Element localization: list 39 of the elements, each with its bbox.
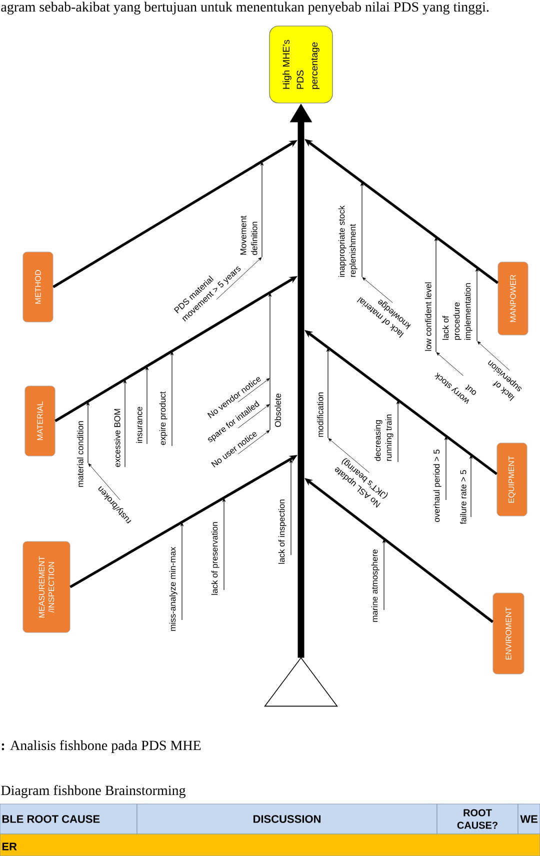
cause-label: insurance [136, 406, 142, 443]
arrow [216, 257, 262, 300]
arrow [477, 341, 510, 371]
category-box: EQUIPMENT [496, 442, 528, 516]
cause-label: excessive BOM [114, 408, 120, 467]
cause-label: Movement definition [240, 216, 258, 255]
effect-box: High MHE’s PDS percentage [269, 26, 333, 104]
arrow [436, 352, 464, 376]
arrow [238, 378, 270, 402]
category-box: METHOD [22, 252, 54, 322]
cause-label: low confident level [425, 282, 432, 351]
category-box: ENVIROMENT [492, 592, 524, 674]
category-box: MANPOWER [498, 262, 528, 336]
table-header-cell: WE [518, 804, 540, 834]
arrow [88, 463, 120, 500]
cause-label: expire product [159, 392, 168, 445]
cause-label: material condition [77, 421, 84, 487]
tail-triangle [264, 657, 338, 707]
cause-label: modification [317, 392, 324, 437]
category-box: MATERIAL [24, 386, 56, 456]
cause-label: miss-analyze min-max [169, 546, 178, 631]
cause-label: lack of preservation [211, 522, 220, 595]
cause-label: failure rate > 5 [460, 470, 466, 524]
arrow [328, 438, 370, 473]
arrow [238, 430, 270, 454]
cause-label: lack of inspection [278, 500, 286, 564]
cause-label: marine atmosphere [371, 549, 380, 622]
table-caption: Diagram fishbone Brainstorming [1, 785, 186, 798]
arrow [238, 404, 270, 428]
cause-label: overhaul period > 5 [433, 450, 442, 522]
arrow [362, 277, 393, 303]
figure-caption: : Analisis fishbone pada PDS MHE [2, 740, 201, 753]
cause-label: decreasing running train [374, 414, 394, 461]
cause-label: lack of procedure implementation [442, 283, 472, 340]
cause-label: Obsolete [274, 394, 281, 427]
category-box: MEASUREMENT /INSPECTION [22, 541, 70, 633]
table-header-cell: BLE ROOT CAUSE [0, 804, 138, 834]
cause-label: inappropriate stock replenishment [338, 206, 358, 277]
table-row-cell: ER [0, 834, 540, 856]
